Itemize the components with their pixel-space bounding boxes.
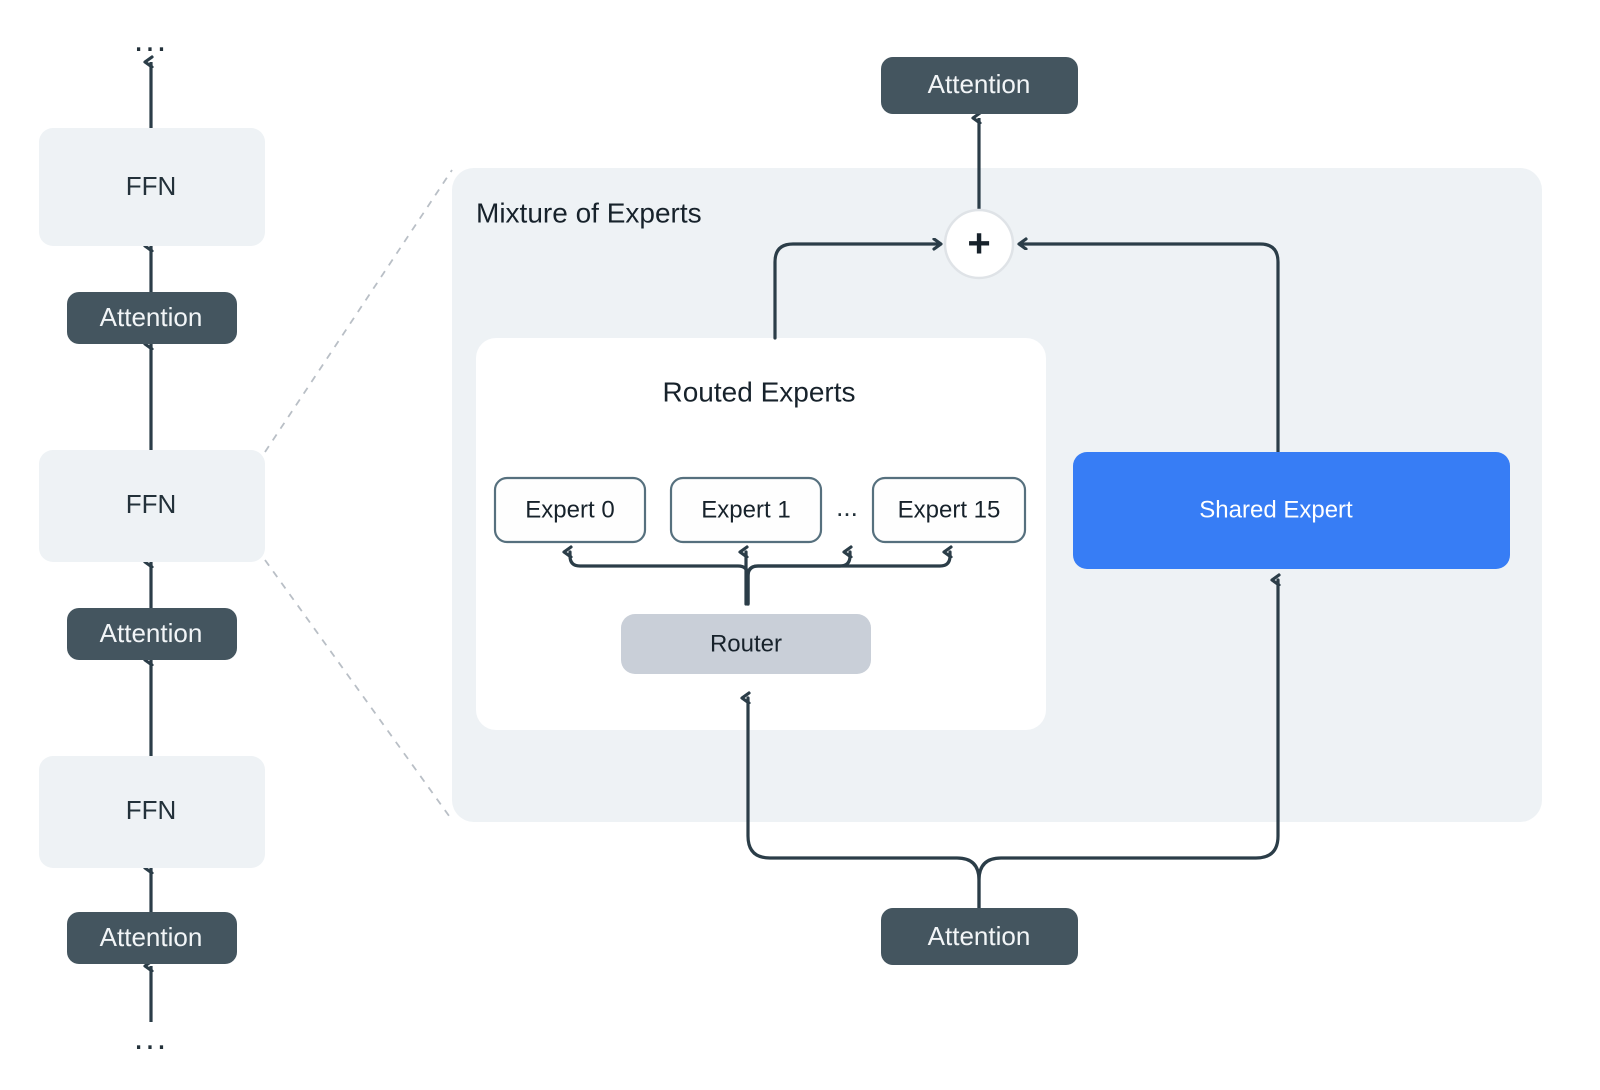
moe-panel-title: Mixture of Experts [476, 197, 702, 228]
attention-3-block[interactable] [67, 292, 237, 344]
routed-experts-title: Routed Experts [663, 376, 856, 407]
top-ellipsis-label: ... [134, 21, 168, 59]
moe-bottom-attention-block[interactable] [881, 908, 1078, 965]
connector-routed-experts-to-sum [773, 244, 940, 340]
ffn-3-label: FFN [126, 171, 177, 201]
attention-2-block[interactable] [67, 608, 237, 660]
ffn-1-label: FFN [126, 795, 177, 825]
experts-ellipsis-label: ... [836, 492, 858, 522]
shared-expert-block[interactable] [1073, 452, 1510, 569]
attention-1-label: Attention [100, 922, 203, 952]
expert-0-label: Expert 0 [525, 496, 614, 523]
moe-top-attention-label: Attention [928, 69, 1031, 99]
sum-plus-icon: + [967, 222, 990, 266]
expert-1-label: Expert 1 [701, 496, 790, 523]
expert-1-box[interactable] [669, 476, 823, 544]
expert-0-box[interactable] [493, 476, 647, 544]
ffn-2-block[interactable] [39, 450, 265, 562]
attention-3-label: Attention [100, 302, 203, 332]
sum-combine-node[interactable] [943, 208, 1015, 280]
router-label: Router [710, 630, 782, 657]
bottom-ellipsis-label: ... [134, 1019, 168, 1057]
shared-expert-label: Shared Expert [1199, 496, 1353, 523]
moe-bottom-attention-label: Attention [928, 921, 1031, 951]
attention-2-label: Attention [100, 618, 203, 648]
ffn-1-block[interactable] [39, 756, 265, 868]
ffn-3-block[interactable] [39, 128, 265, 246]
connector-shared-expert-to-sum [1020, 244, 1280, 454]
ffn-2-label: FFN [126, 489, 177, 519]
connector-router-to-expert-15 [746, 552, 950, 606]
expert-15-box[interactable] [871, 476, 1027, 544]
zoom-connector-bottom [264, 559, 453, 821]
expert-15-label: Expert 15 [898, 496, 1001, 523]
router-block[interactable] [621, 614, 871, 674]
attention-1-block[interactable] [67, 912, 237, 964]
moe-top-attention-block[interactable] [881, 57, 1078, 114]
connector-attention-split [748, 698, 981, 910]
zoom-connector-top [264, 169, 453, 453]
connector-attention-to-shared-expert [977, 580, 1278, 910]
